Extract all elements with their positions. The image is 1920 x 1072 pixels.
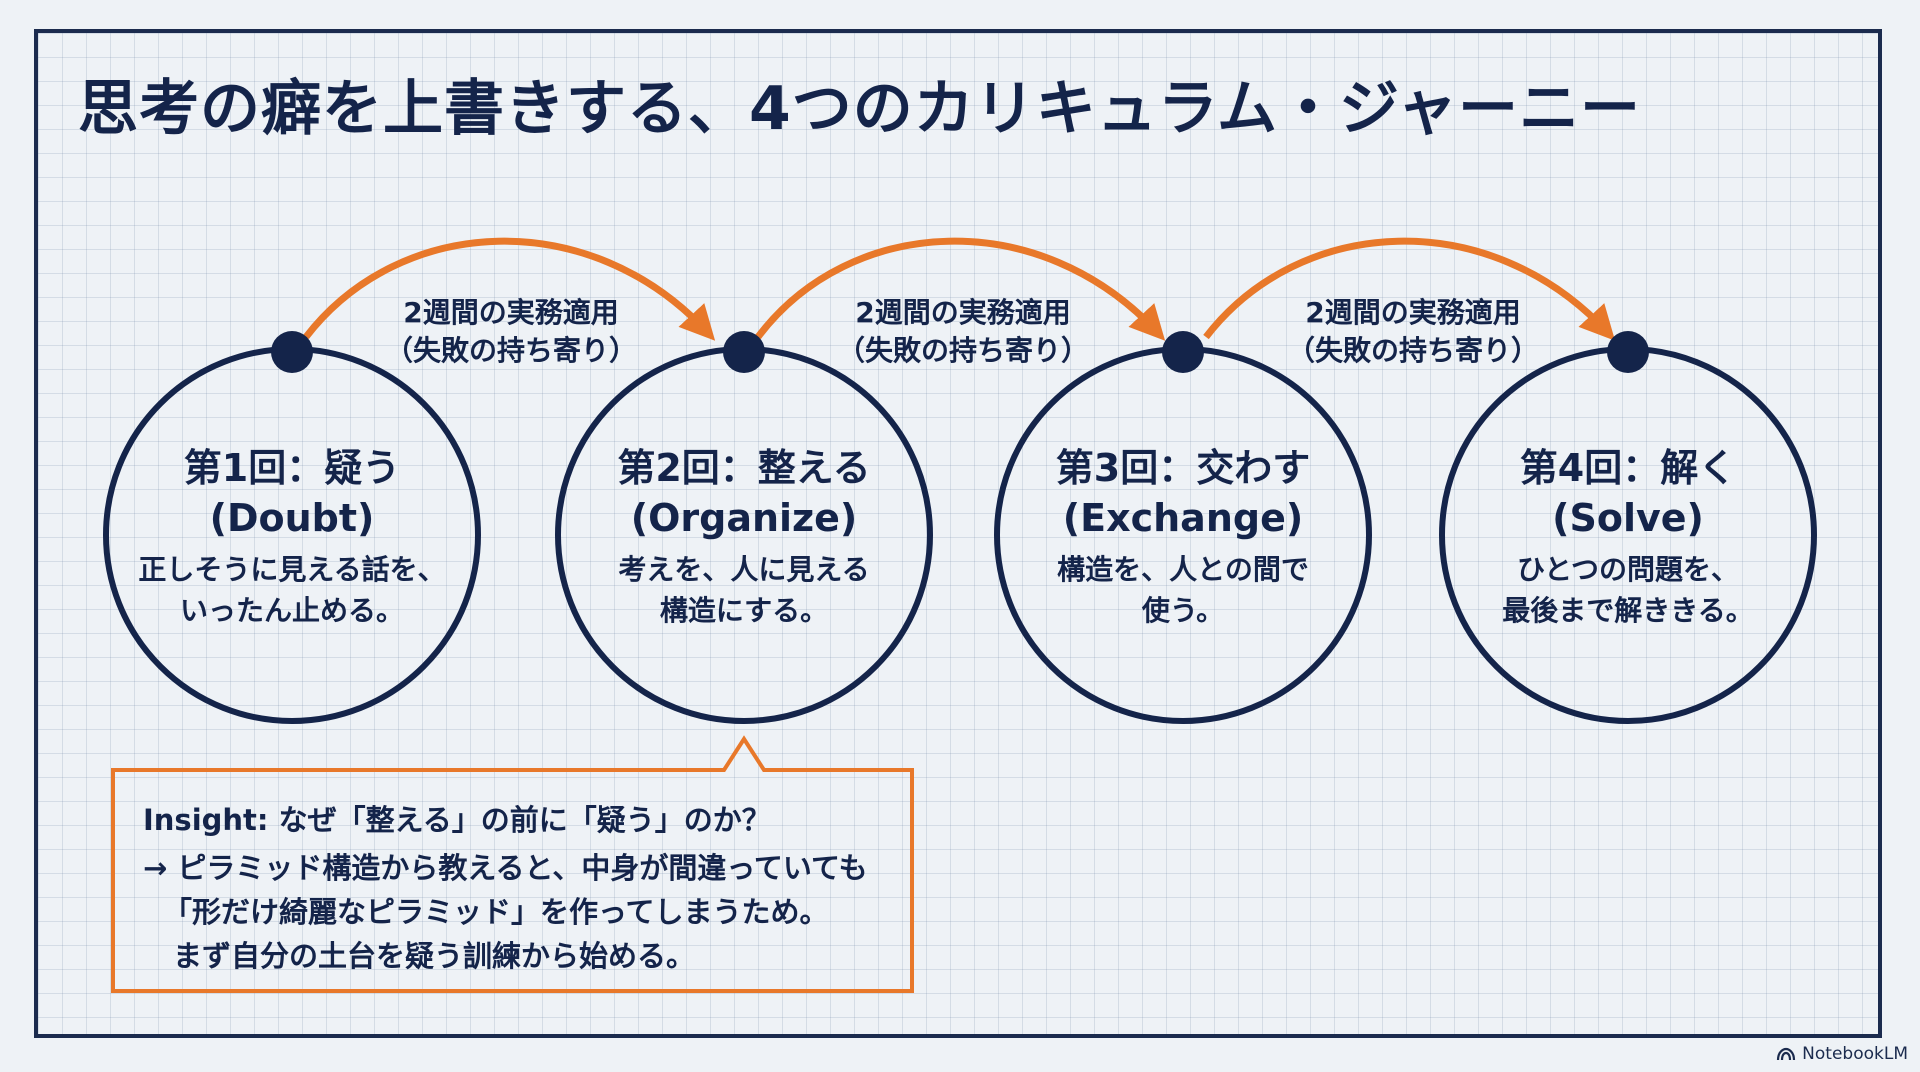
stage-4-description: ひとつの問題を、 最後まで解ききる。 — [1458, 549, 1798, 631]
stage-1-desc-line: いったん止める。 — [179, 594, 404, 627]
stage-3-title: 第3回：交わす — [1055, 446, 1311, 490]
stage-1: 第1回：疑う (Doubt) 正しそうに見える話を、 いったん止める。 — [122, 443, 462, 631]
stage-3-description: 構造を、人との間で 使う。 — [1013, 549, 1353, 631]
transition-label-2: 2週間の実務適用 （失敗の持ち寄り） — [833, 294, 1093, 370]
stage-4: 第4回：解く (Solve) ひとつの問題を、 最後まで解ききる。 — [1458, 443, 1798, 631]
insight-line-1: → ピラミッド構造から教えると、中身が間違っていても — [143, 851, 868, 885]
stage-4-english: (Solve) — [1552, 496, 1704, 540]
insight-question: Insight: なぜ「整える」の前に「疑う」のか？ — [143, 803, 771, 837]
transition-label-1-line2: （失敗の持ち寄り） — [384, 334, 637, 367]
transition-label-3-line1: 2週間の実務適用 — [1305, 296, 1521, 329]
logo-text: NotebookLM — [1802, 1044, 1908, 1064]
stage-2-title: 第2回：整える — [617, 446, 871, 490]
transition-arrow-3 — [1203, 237, 1616, 341]
stage-2-description: 考えを、人に見える 構造にする。 — [574, 549, 914, 631]
insight-line-3: まず自分の土台を疑う訓練から始める。 — [173, 939, 696, 973]
stage-2-desc-line: 考えを、人に見える — [618, 553, 870, 586]
transition-label-3: 2週間の実務適用 （失敗の持ち寄り） — [1283, 294, 1543, 370]
stage-node-4 — [1607, 331, 1649, 373]
stage-3-desc-line: 使う。 — [1141, 594, 1225, 627]
stage-1-english: (Doubt) — [209, 496, 375, 540]
stage-4-desc-line: ひとつの問題を、 — [1516, 553, 1740, 586]
stage-4-title: 第4回：解く — [1519, 446, 1737, 490]
stage-1-title: 第1回：疑う — [183, 446, 401, 490]
transition-arrow-1 — [303, 237, 716, 341]
stage-2-english: (Organize) — [630, 496, 858, 540]
stage-4-desc-line: 最後まで解ききる。 — [1502, 594, 1754, 627]
transition-label-1-line1: 2週間の実務適用 — [403, 296, 619, 329]
grid-frame — [34, 29, 1882, 1038]
stage-1-desc-line: 正しそうに見える話を、 — [138, 553, 446, 586]
stage-3-desc-line: 構造を、人との間で — [1057, 553, 1309, 586]
insight-line-2: 「形だけ綺麗なピラミッド」を作ってしまうため。 — [163, 895, 829, 929]
notebooklm-icon — [1777, 1047, 1796, 1061]
stage-1-description: 正しそうに見える話を、 いったん止める。 — [122, 549, 462, 631]
insight-box: Insight: なぜ「整える」の前に「疑う」のか？ → ピラミッド構造から教え… — [143, 798, 933, 978]
insight-callout — [111, 735, 914, 993]
stage-3-english: (Exchange) — [1062, 496, 1304, 540]
transition-label-3-line2: （失敗の持ち寄り） — [1286, 334, 1539, 367]
notebooklm-logo: NotebookLM — [1776, 1044, 1908, 1064]
transition-label-2-line1: 2週間の実務適用 — [855, 296, 1071, 329]
transition-arrow-2 — [755, 237, 1166, 341]
stage-3: 第3回：交わす (Exchange) 構造を、人との間で 使う。 — [1013, 443, 1353, 631]
stage-2: 第2回：整える (Organize) 考えを、人に見える 構造にする。 — [574, 443, 914, 631]
stage-2-desc-line: 構造にする。 — [659, 594, 829, 627]
page-title: 思考の癖を上書きする、4つのカリキュラム・ジャーニー — [78, 74, 1641, 144]
transition-label-1: 2週間の実務適用 （失敗の持ち寄り） — [381, 294, 641, 370]
transition-label-2-line2: （失敗の持ち寄り） — [836, 334, 1089, 367]
stage-node-2 — [723, 331, 765, 373]
stage-node-3 — [1162, 331, 1204, 373]
stage-node-1 — [271, 331, 313, 373]
